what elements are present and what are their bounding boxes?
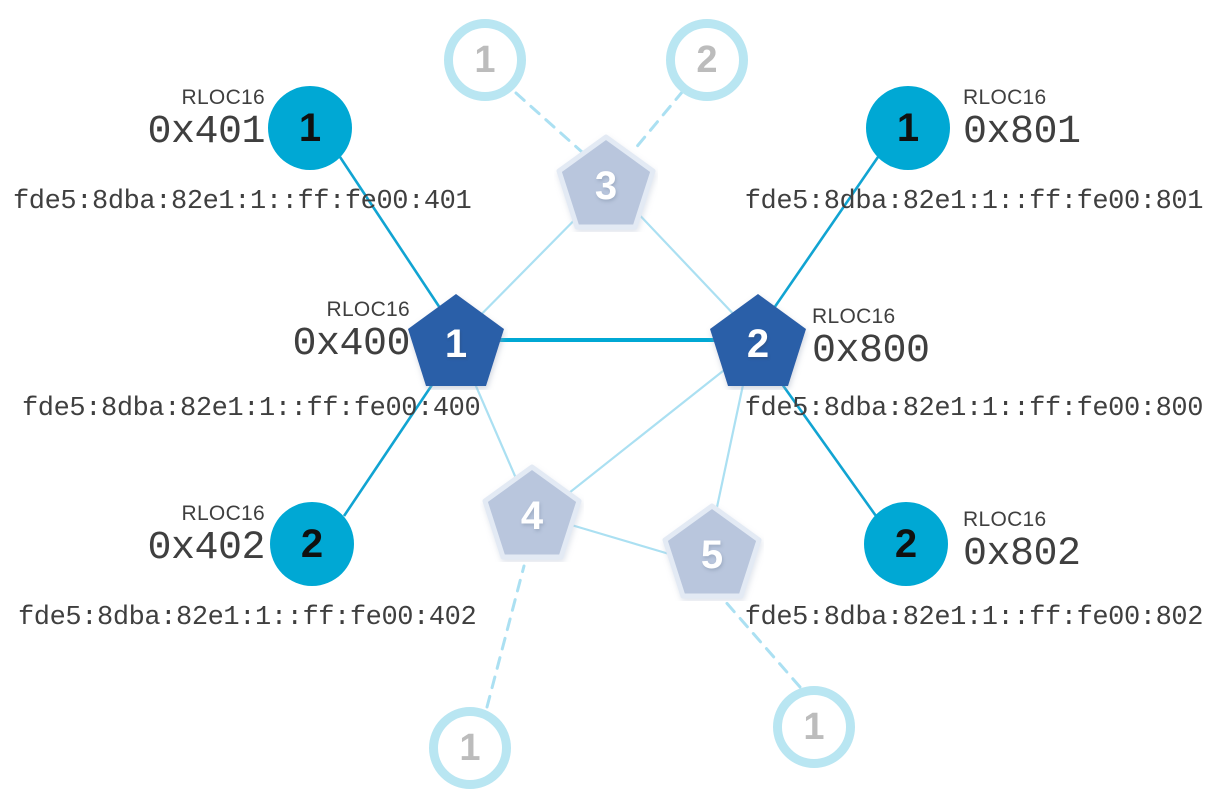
link-child802-router800 (770, 369, 878, 517)
device-node-bottom-1[interactable]: 1 (429, 707, 511, 789)
child-node-0x402[interactable]: 2 (270, 502, 354, 586)
link-router4-router5 (567, 522, 677, 558)
pentagon-icon (482, 464, 582, 560)
ipv6-address-0x400: fde5:8dba:82e1:1::ff:fe00:400 (22, 394, 481, 424)
rloc16-value-0x400: 0x400 (292, 322, 410, 367)
router-number: 5 (700, 532, 724, 577)
rloc16-title-0x800: RLOC16 (812, 305, 896, 328)
router-number: 4 (520, 493, 544, 538)
device-node-top-2[interactable]: 2 (666, 19, 748, 101)
faded-router-node-4[interactable]: 4 (480, 462, 584, 562)
rloc16-value-0x801: 0x801 (963, 110, 1081, 155)
ipv6-address-0x801: fde5:8dba:82e1:1::ff:fe00:801 (744, 187, 1204, 217)
pentagon-icon (662, 503, 762, 599)
rloc16-value-0x401: 0x401 (147, 110, 265, 155)
rloc16-title-0x401: RLOC16 (181, 86, 265, 109)
faded-router-node-3[interactable]: 3 (554, 132, 658, 232)
device-number: 1 (429, 707, 511, 789)
router-number: 1 (444, 321, 468, 366)
rloc16-value-0x802: 0x802 (963, 532, 1081, 577)
ipv6-address-0x401: fde5:8dba:82e1:1::ff:fe00:401 (13, 187, 472, 217)
link-device-t2-router3 (632, 89, 685, 152)
rloc16-title-0x402: RLOC16 (181, 502, 265, 525)
router-number: 2 (746, 321, 770, 366)
child-node-0x401[interactable]: 1 (268, 86, 352, 170)
pentagon-icon (408, 294, 504, 386)
child-number: 1 (866, 86, 950, 170)
child-node-0x801[interactable]: 1 (866, 86, 950, 170)
router-number: 3 (594, 163, 618, 208)
device-number: 1 (773, 686, 855, 768)
link-device-t1-router3 (514, 91, 584, 154)
link-router800-router4 (544, 347, 753, 513)
child-number: 1 (268, 86, 352, 170)
link-child801-router800 (770, 156, 880, 312)
device-node-bottom-2[interactable]: 1 (773, 686, 855, 768)
router-node-0x400[interactable]: 1 (404, 290, 508, 390)
rloc16-title-0x400: RLOC16 (326, 298, 410, 321)
child-number: 2 (864, 502, 948, 586)
active-links (338, 156, 880, 517)
ipv6-address-0x402: fde5:8dba:82e1:1::ff:fe00:402 (18, 603, 477, 633)
device-node-top-1[interactable]: 1 (444, 19, 526, 101)
rloc16-value-0x402: 0x402 (147, 526, 265, 571)
ipv6-address-0x802: fde5:8dba:82e1:1::ff:fe00:802 (744, 603, 1204, 633)
rloc16-value-0x800: 0x800 (812, 329, 930, 374)
rloc16-title-0x801: RLOC16 (963, 86, 1047, 109)
child-node-0x802[interactable]: 2 (864, 502, 948, 586)
link-device-b2-router5 (722, 598, 802, 689)
pentagon-icon (556, 134, 656, 230)
dashed-links (485, 89, 802, 709)
device-number: 1 (444, 19, 526, 101)
device-number: 2 (666, 19, 748, 101)
child-number: 2 (270, 502, 354, 586)
pentagon-icon (710, 294, 806, 386)
ipv6-address-0x800: fde5:8dba:82e1:1::ff:fe00:800 (744, 394, 1204, 424)
link-device-b1-router4 (485, 564, 526, 709)
rloc16-title-0x802: RLOC16 (963, 508, 1047, 531)
link-child401-router400 (338, 156, 444, 312)
faded-router-node-5[interactable]: 5 (660, 501, 764, 601)
link-child402-router400 (342, 369, 444, 517)
router-node-0x800[interactable]: 2 (706, 290, 810, 390)
